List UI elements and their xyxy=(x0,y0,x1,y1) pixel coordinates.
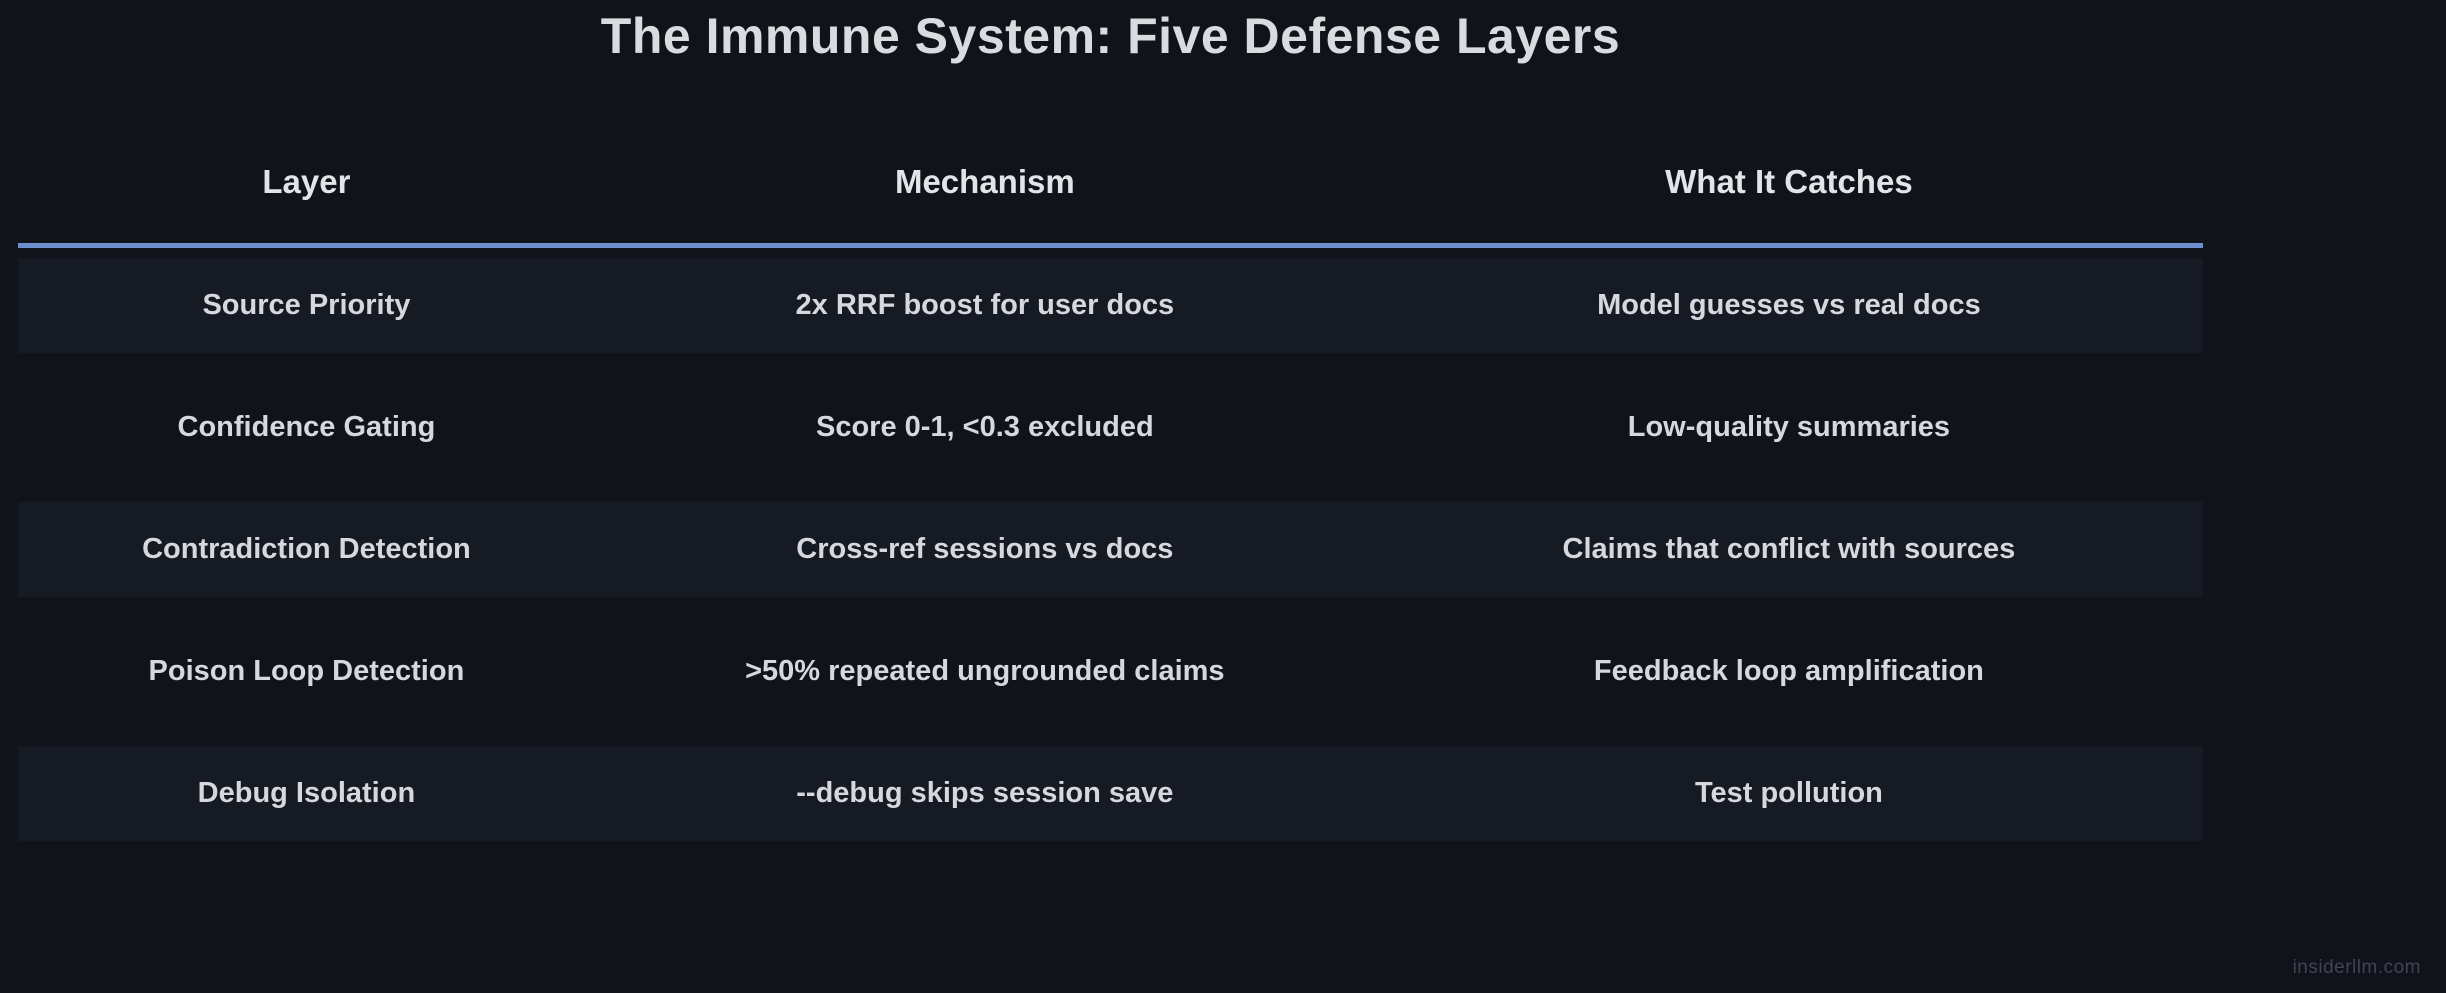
table-row-debug-isolation: Debug Isolation --debug skips session sa… xyxy=(18,746,2203,841)
cell-layer: Source Priority xyxy=(202,289,411,321)
table-body: Source Priority 2x RRF boost for user do… xyxy=(18,248,2203,841)
defense-layers-table: Layer Mechanism What It Catches Source P… xyxy=(18,152,2203,841)
cell-layer: Poison Loop Detection xyxy=(148,655,465,687)
cell-catches: Test pollution xyxy=(1694,777,1883,809)
column-header-mechanism: Mechanism xyxy=(894,163,1075,200)
table-header-row: Layer Mechanism What It Catches xyxy=(18,152,2203,248)
column-header-what-it-catches: What It Catches xyxy=(1665,163,1913,200)
cell-mechanism: Score 0-1, <0.3 excluded xyxy=(815,411,1154,443)
cell-layer: Debug Isolation xyxy=(197,777,416,809)
cell-catches: Low-quality summaries xyxy=(1627,411,1951,443)
cell-catches: Model guesses vs real docs xyxy=(1597,289,1981,321)
cell-mechanism: >50% repeated ungrounded claims xyxy=(745,655,1225,687)
column-header-layer: Layer xyxy=(262,163,351,200)
table-row-source-priority: Source Priority 2x RRF boost for user do… xyxy=(18,258,2203,353)
page-title: The Immune System: Five Defense Layers xyxy=(600,8,1621,64)
watermark: insiderllm.com xyxy=(2292,957,2421,978)
cell-layer: Contradiction Detection xyxy=(142,533,471,565)
table-row-contradiction-detection: Contradiction Detection Cross-ref sessio… xyxy=(18,502,2203,597)
cell-mechanism: --debug skips session save xyxy=(796,777,1174,809)
cell-mechanism: 2x RRF boost for user docs xyxy=(795,289,1175,321)
cell-catches: Feedback loop amplification xyxy=(1593,655,1984,687)
cell-mechanism: Cross-ref sessions vs docs xyxy=(796,533,1174,565)
cell-layer: Confidence Gating xyxy=(177,411,436,443)
cell-catches: Claims that conflict with sources xyxy=(1562,533,2016,565)
table-row-confidence-gating: Confidence Gating Score 0-1, <0.3 exclud… xyxy=(18,380,2203,475)
table-row-poison-loop-detection: Poison Loop Detection >50% repeated ungr… xyxy=(18,624,2203,719)
table-content-block: The Immune System: Five Defense Layers L… xyxy=(18,0,2203,868)
